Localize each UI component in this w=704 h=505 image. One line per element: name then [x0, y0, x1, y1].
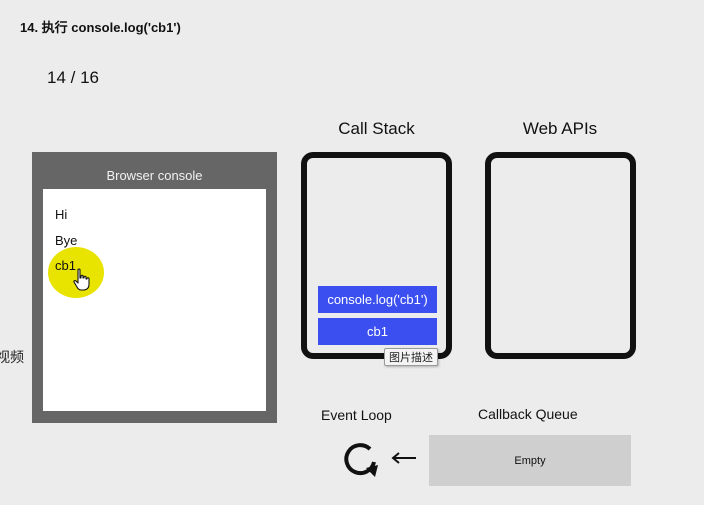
web-apis-panel: [485, 152, 636, 359]
browser-console-output: [43, 189, 266, 411]
click-highlight: [48, 247, 104, 298]
image-tooltip: 图片描述: [384, 348, 438, 366]
hand-cursor-icon: [73, 268, 90, 291]
browser-console-title: Browser console: [106, 168, 203, 183]
queue-empty-label: Empty: [514, 454, 546, 467]
stack-frame: console.log('cb1'): [318, 286, 437, 313]
web-apis-title: Web APIs: [522, 119, 598, 138]
stack-frame: cb1: [318, 318, 437, 345]
slide-counter: 14 / 16: [47, 68, 99, 87]
call-stack-title: Call Stack: [338, 119, 415, 138]
console-line: cb1: [55, 258, 76, 273]
side-label: 视频: [0, 349, 24, 365]
callback-queue-title: Callback Queue: [478, 406, 578, 422]
callback-queue-box: Empty: [429, 435, 631, 486]
console-line: Hi: [55, 207, 68, 222]
slide-title: 14. 执行 console.log('cb1'): [20, 20, 181, 35]
event-loop-title: Event Loop: [321, 407, 392, 423]
browser-console-panel: Browser console: [32, 152, 277, 423]
refresh-icon: [344, 443, 378, 477]
arrow-left-icon: [391, 452, 416, 464]
console-line: Bye: [55, 233, 78, 248]
